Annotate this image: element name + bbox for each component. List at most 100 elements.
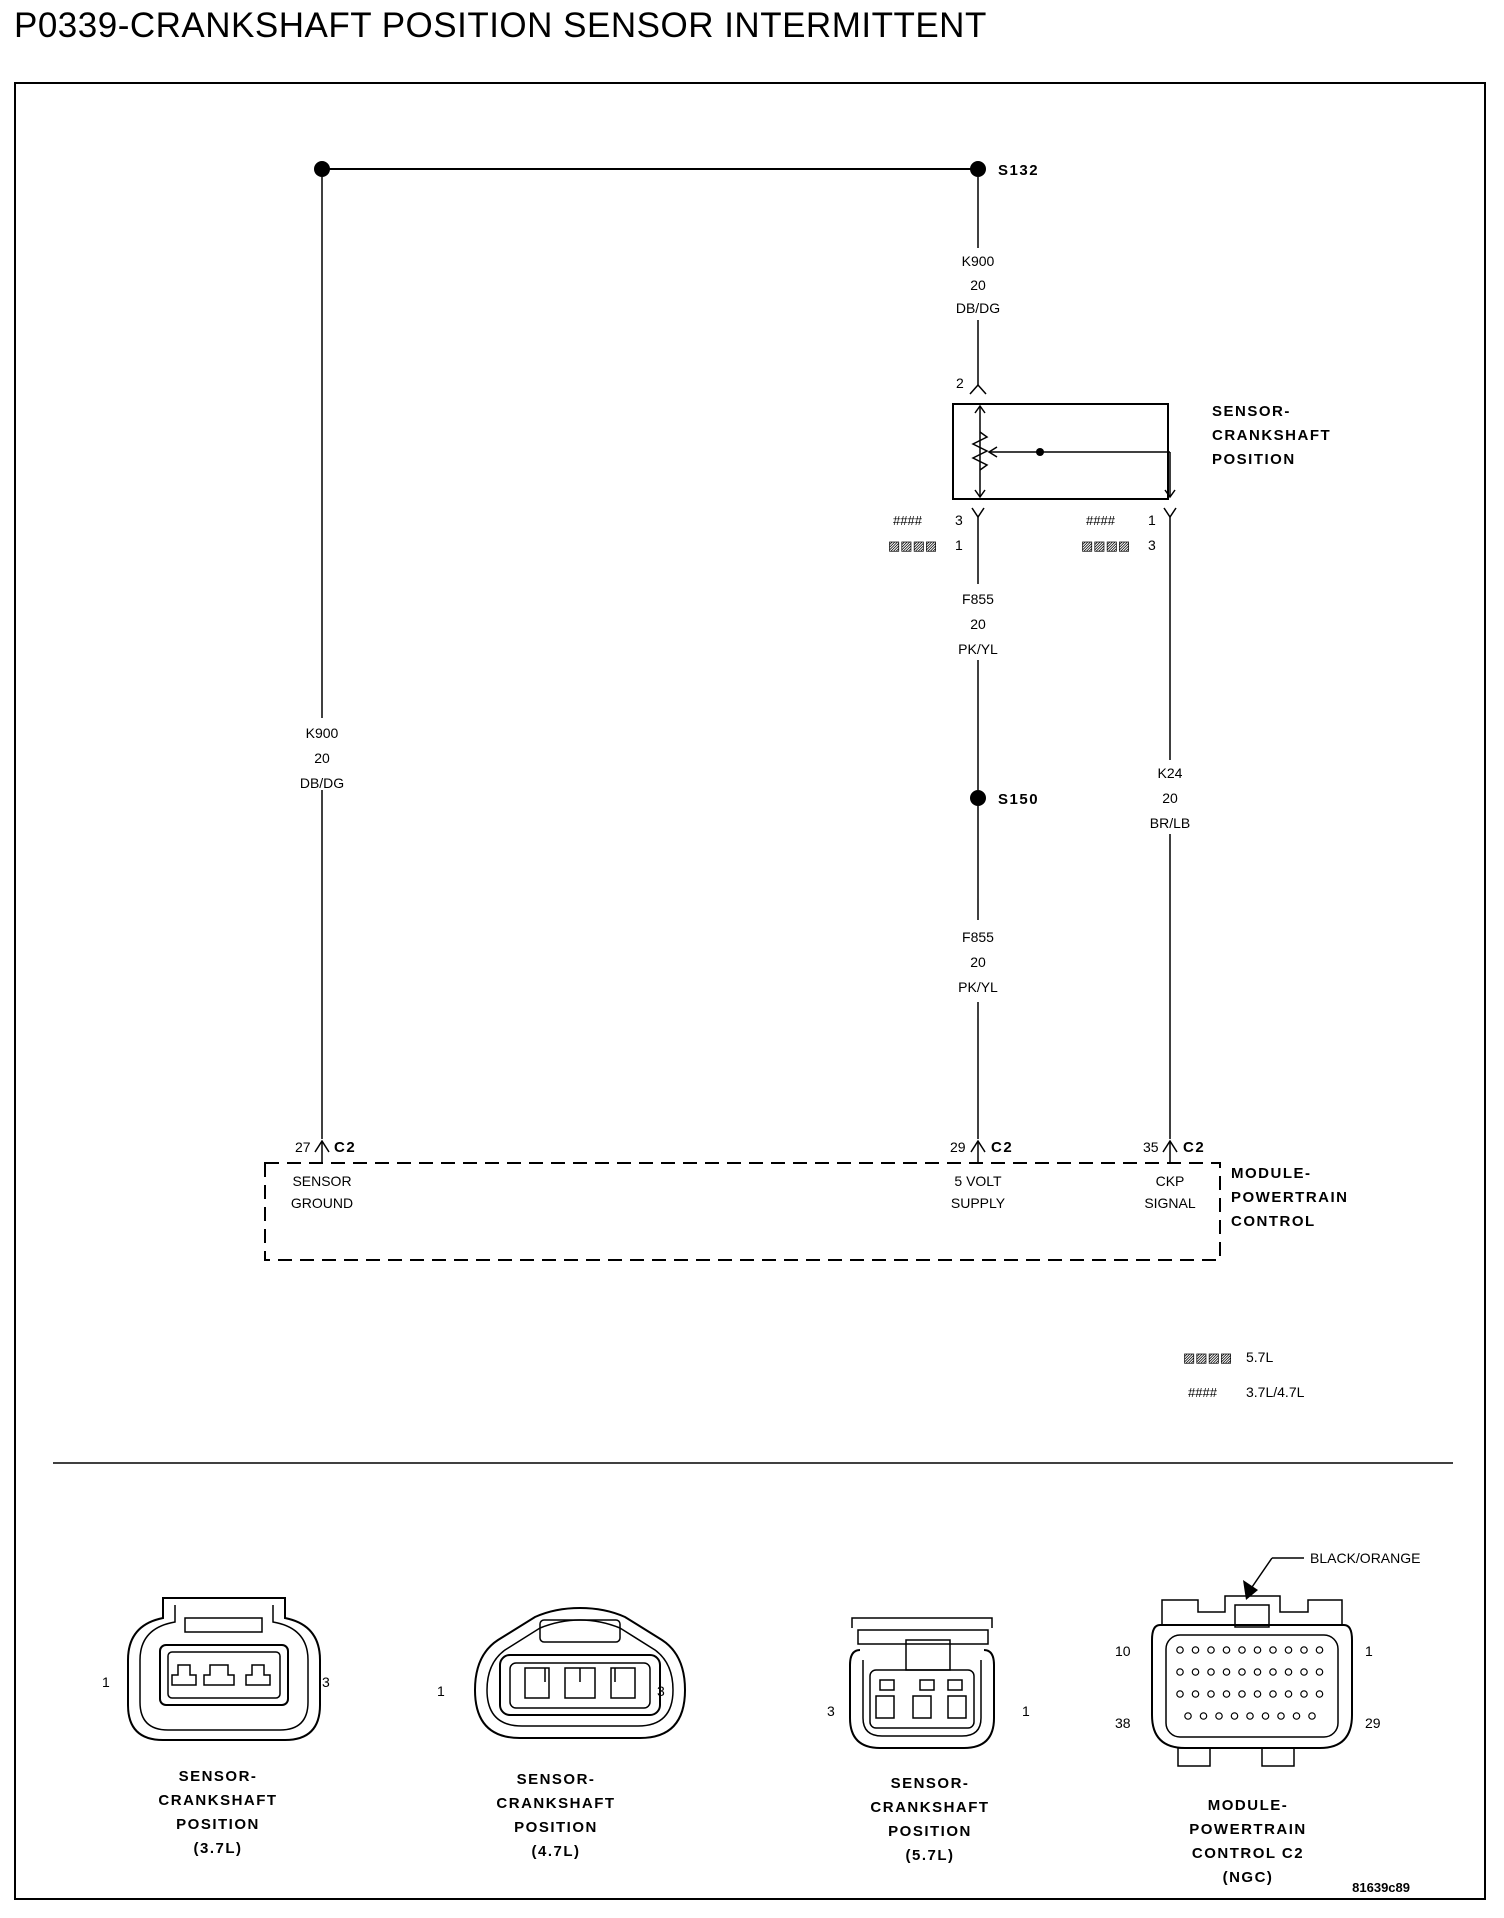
pin-cavity — [1315, 1668, 1324, 1676]
figure-id: 81639c89 — [1352, 1880, 1410, 1895]
k24-wire: K24 20 BR/LB — [1150, 517, 1190, 1139]
splice-left-dot — [314, 161, 330, 177]
connector-label: CONTROL C2 — [1192, 1845, 1304, 1862]
pcm-connector-id: C2 — [334, 1139, 356, 1156]
connector-label: (4.7L) — [531, 1843, 580, 1860]
pcm-connector-id: C2 — [991, 1139, 1013, 1156]
wire-circuit: K24 — [1158, 765, 1183, 781]
pin-cavity — [1300, 1668, 1308, 1676]
connector-label: (5.7L) — [905, 1847, 954, 1864]
wire-color: PK/YL — [958, 979, 998, 995]
pcm-pin-number: 27 — [295, 1139, 311, 1155]
pcm-pin-label: GROUND — [291, 1195, 353, 1211]
sensor-pin: 3 — [955, 512, 963, 528]
sensor-name: SENSOR- — [1212, 403, 1291, 420]
pin-cavity — [1292, 1712, 1301, 1720]
pin-cavity — [1191, 1690, 1200, 1698]
connector-label: SENSOR- — [891, 1775, 970, 1792]
wire-gauge: 20 — [970, 616, 986, 632]
f855-lower-wire: F855 20 PK/YL — [958, 806, 998, 1139]
sensor-bottom-pins: #### 3 ▨▨▨▨ 1 #### 1 ▨▨▨▨ 3 — [888, 507, 1177, 553]
wire-color: BR/LB — [1150, 815, 1190, 831]
sensor-pin: 3 — [1148, 537, 1156, 553]
pin-cavity — [1176, 1646, 1184, 1654]
pin-cavity — [1191, 1646, 1200, 1654]
pin-cavity — [1315, 1690, 1324, 1698]
pin-cavity — [1222, 1690, 1231, 1698]
k900-top-wire: S132 — [314, 161, 1038, 179]
pcm-module: 27 C2 29 C2 35 C2 SENSOR GROUND 5 VOLT S… — [264, 1139, 1349, 1261]
pin-cavity — [1253, 1690, 1262, 1698]
connector-label: POSITION — [176, 1816, 260, 1833]
connector-pin: 38 — [1115, 1715, 1131, 1731]
pin-cavity — [1238, 1646, 1246, 1654]
pcm-pin-label: SIGNAL — [1144, 1195, 1196, 1211]
pin-cavity — [1238, 1690, 1246, 1698]
box-symbol: ▨▨▨▨ — [1081, 538, 1130, 553]
legend: ▨▨▨▨ 5.7L #### 3.7L/4.7L — [1183, 1349, 1305, 1400]
connector-pin: 3 — [827, 1703, 835, 1719]
pin-cavity — [1230, 1712, 1239, 1720]
pcm-name: MODULE- — [1231, 1165, 1312, 1182]
wire-gauge: 20 — [970, 954, 986, 970]
connector-pin: 10 — [1115, 1643, 1131, 1659]
pcm-name: CONTROL — [1231, 1213, 1316, 1230]
wire-color: DB/DG — [956, 300, 1000, 316]
wire-gauge: 20 — [314, 750, 330, 766]
connector-pcm-c2: BLACK/ORANGE 10 1 38 29 MODULE- POWERTRA… — [1115, 1550, 1420, 1886]
connector-pin: 3 — [657, 1683, 665, 1699]
f855-upper-wire: F855 20 PK/YL — [958, 517, 998, 790]
legend-text: 3.7L/4.7L — [1246, 1384, 1305, 1400]
pin-cavity — [1176, 1668, 1184, 1676]
connector-label: POSITION — [888, 1823, 972, 1840]
splice-s150-label: S150 — [998, 791, 1039, 808]
pin-cavity — [1269, 1646, 1277, 1654]
box-symbol: ▨▨▨▨ — [888, 538, 937, 553]
pin-cavity — [1246, 1712, 1254, 1720]
hash-symbol: #### — [1086, 513, 1116, 528]
connector-pin: 29 — [1365, 1715, 1381, 1731]
callout-label: BLACK/ORANGE — [1310, 1550, 1420, 1566]
pin-cavity — [1284, 1668, 1293, 1676]
pin-cavity — [1238, 1668, 1246, 1676]
legend-symbol: ▨▨▨▨ — [1183, 1350, 1232, 1365]
splice-s132-dot — [970, 161, 986, 177]
pin-cavity — [1315, 1646, 1324, 1654]
sensor-pin-top: 2 — [956, 375, 964, 391]
wire-gauge: 20 — [1162, 790, 1178, 806]
pin-cavity — [1176, 1690, 1184, 1698]
wire-circuit: K900 — [962, 253, 995, 269]
crankshaft-sensor: SENSOR- CRANKSHAFT POSITION — [952, 403, 1330, 500]
pcm-pin-label: 5 VOLT — [954, 1173, 1002, 1189]
pin-cavity — [1284, 1646, 1293, 1654]
pcm-name: POWERTRAIN — [1231, 1189, 1349, 1206]
pcm-pin-array — [1176, 1646, 1324, 1720]
connector-pin: 1 — [102, 1674, 110, 1690]
k900-drop-wire: K900 20 DB/DG 2 — [956, 177, 1000, 395]
sensor-pin: 1 — [1148, 512, 1156, 528]
connector-5-7l: 3 1 SENSOR- CRANKSHAFT POSITION (5.7L) — [827, 1617, 1030, 1864]
pin-cavity — [1300, 1690, 1308, 1698]
pin-cavity — [1222, 1668, 1231, 1676]
pcm-pin-label: CKP — [1156, 1173, 1185, 1189]
connector-label: CRANKSHAFT — [870, 1799, 989, 1816]
pin-cavity — [1215, 1712, 1223, 1720]
diagram-frame — [14, 82, 1486, 1900]
pcm-connector-id: C2 — [1183, 1139, 1205, 1156]
connector-3-7l: 1 3 SENSOR- CRANKSHAFT POSITION (3.7L) — [102, 1597, 330, 1857]
connector-label: MODULE- — [1208, 1797, 1289, 1814]
pin-cavity — [1308, 1712, 1316, 1720]
pin-cavity — [1184, 1712, 1192, 1720]
sensor-name: POSITION — [1212, 451, 1296, 468]
pin-cavity — [1222, 1646, 1231, 1654]
pin-cavity — [1261, 1712, 1270, 1720]
pin-cavity — [1277, 1712, 1285, 1720]
splice-s150: S150 — [970, 790, 1039, 808]
wire-circuit: F855 — [962, 591, 994, 607]
pin-cavity — [1253, 1668, 1262, 1676]
page-title: P0339-CRANKSHAFT POSITION SENSOR INTERMI… — [14, 6, 987, 45]
connector-label: (NGC) — [1223, 1869, 1274, 1886]
pin-cavity — [1207, 1668, 1215, 1676]
pcm-pin-number: 35 — [1143, 1139, 1159, 1155]
